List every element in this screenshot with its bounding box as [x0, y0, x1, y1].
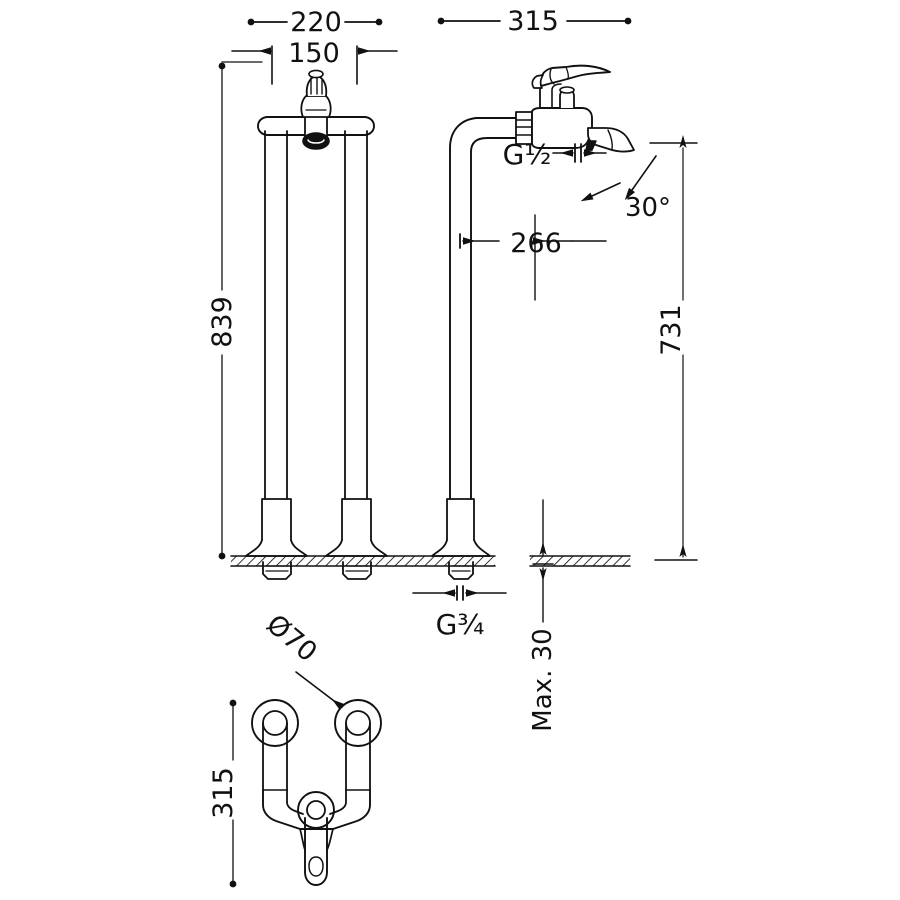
dimension-266 — [459, 214, 607, 301]
dim-label-315-plan: 315 — [208, 767, 239, 819]
dim-label-150: 150 — [288, 38, 340, 69]
dimension-839 — [218, 61, 263, 560]
dim-label-g-half: G½ — [503, 138, 552, 171]
plan-view — [251, 699, 382, 886]
dim-label-g-three-quarter: G¾ — [436, 608, 485, 641]
dimension-g-half — [552, 143, 607, 163]
dimension-30-degrees — [580, 155, 657, 202]
front-elevation — [245, 69, 388, 580]
dimension-150 — [231, 45, 398, 85]
callout-diameter-70 — [295, 671, 345, 710]
dim-label-315-top: 315 — [507, 6, 559, 37]
dim-label-30-degrees: 30° — [625, 193, 671, 223]
dim-label-266: 266 — [510, 228, 562, 259]
dim-label-diameter-70: Ø70 — [260, 609, 323, 668]
dim-label-max-30: Max. 30 — [528, 628, 558, 731]
dimension-731 — [649, 135, 698, 561]
dim-label-839: 839 — [207, 296, 238, 348]
floor-hatching — [230, 555, 631, 567]
dimension-max-30 — [532, 499, 554, 623]
dim-label-220: 220 — [290, 7, 342, 38]
dim-label-731: 731 — [656, 304, 687, 356]
dimension-g-three-quarter — [412, 585, 507, 601]
